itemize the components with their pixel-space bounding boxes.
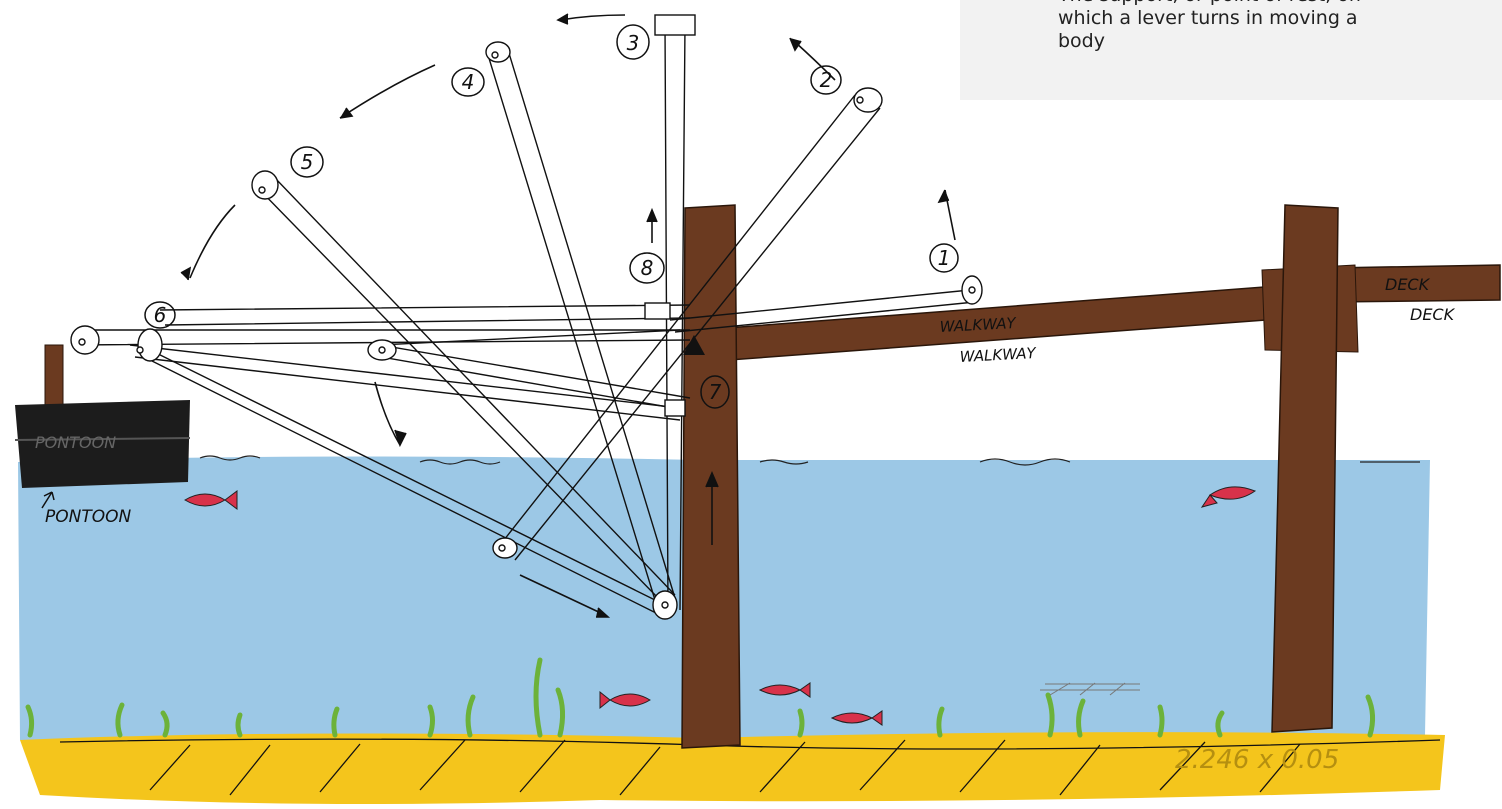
deck-label: DECK — [1410, 305, 1456, 324]
rotation-arrows — [180, 13, 956, 618]
fish-icon — [599, 690, 651, 710]
deck-beam-label: DECK — [1385, 275, 1431, 294]
fish-icon — [830, 710, 883, 726]
marker-3 — [616, 24, 650, 60]
position-markers — [144, 24, 959, 409]
deck-post — [1271, 204, 1339, 733]
pontoon-label: PONTOON — [45, 507, 131, 527]
label-pos4: 4 — [462, 70, 475, 94]
seaweed — [25, 657, 1376, 738]
fulcrum-triangle-icon — [683, 335, 705, 355]
sand — [20, 732, 1445, 804]
walkway-label: WALKWAY — [959, 344, 1038, 366]
marker-8 — [629, 252, 665, 284]
water-surface-line — [199, 455, 1420, 466]
lever-caps — [70, 14, 983, 620]
fish-group — [184, 486, 1257, 726]
label-pos7: 7 — [709, 380, 722, 404]
pontoon-block-label: PONTOON — [35, 433, 116, 452]
label-pos1: 1 — [938, 246, 951, 270]
definition-box: The support, or point of rest, on which … — [960, 0, 1502, 100]
pontoon-post — [44, 344, 64, 411]
fish-icon — [758, 682, 811, 698]
marker-4 — [451, 67, 485, 97]
pontoon-pointer — [41, 491, 55, 509]
marker-2 — [810, 65, 842, 95]
definition-list: The support, or point of rest, on which … — [1000, 0, 1502, 59]
marker-6 — [144, 301, 176, 329]
label-pos5: 5 — [301, 150, 314, 174]
marker-7 — [700, 375, 730, 409]
marker-5 — [290, 146, 324, 178]
label-pos8: 8 — [641, 256, 654, 280]
pontoon-block — [15, 400, 190, 488]
label-pos6: 6 — [154, 303, 167, 327]
corner-note: 2.246 x 0.05 — [1175, 745, 1339, 775]
fish-icon — [184, 490, 238, 510]
definition-bullet: The support, or point of rest, on which … — [1020, 0, 1388, 53]
label-pos2: 2 — [820, 68, 833, 92]
lever-positions — [74, 24, 976, 616]
pontoon-block-band — [14, 437, 191, 441]
walkway-beam-label: WALKWAY — [939, 314, 1018, 336]
marker-1 — [929, 243, 959, 273]
label-pos3: 3 — [627, 31, 640, 55]
fish-icon — [1200, 486, 1257, 508]
crab-sketch — [1040, 682, 1140, 696]
